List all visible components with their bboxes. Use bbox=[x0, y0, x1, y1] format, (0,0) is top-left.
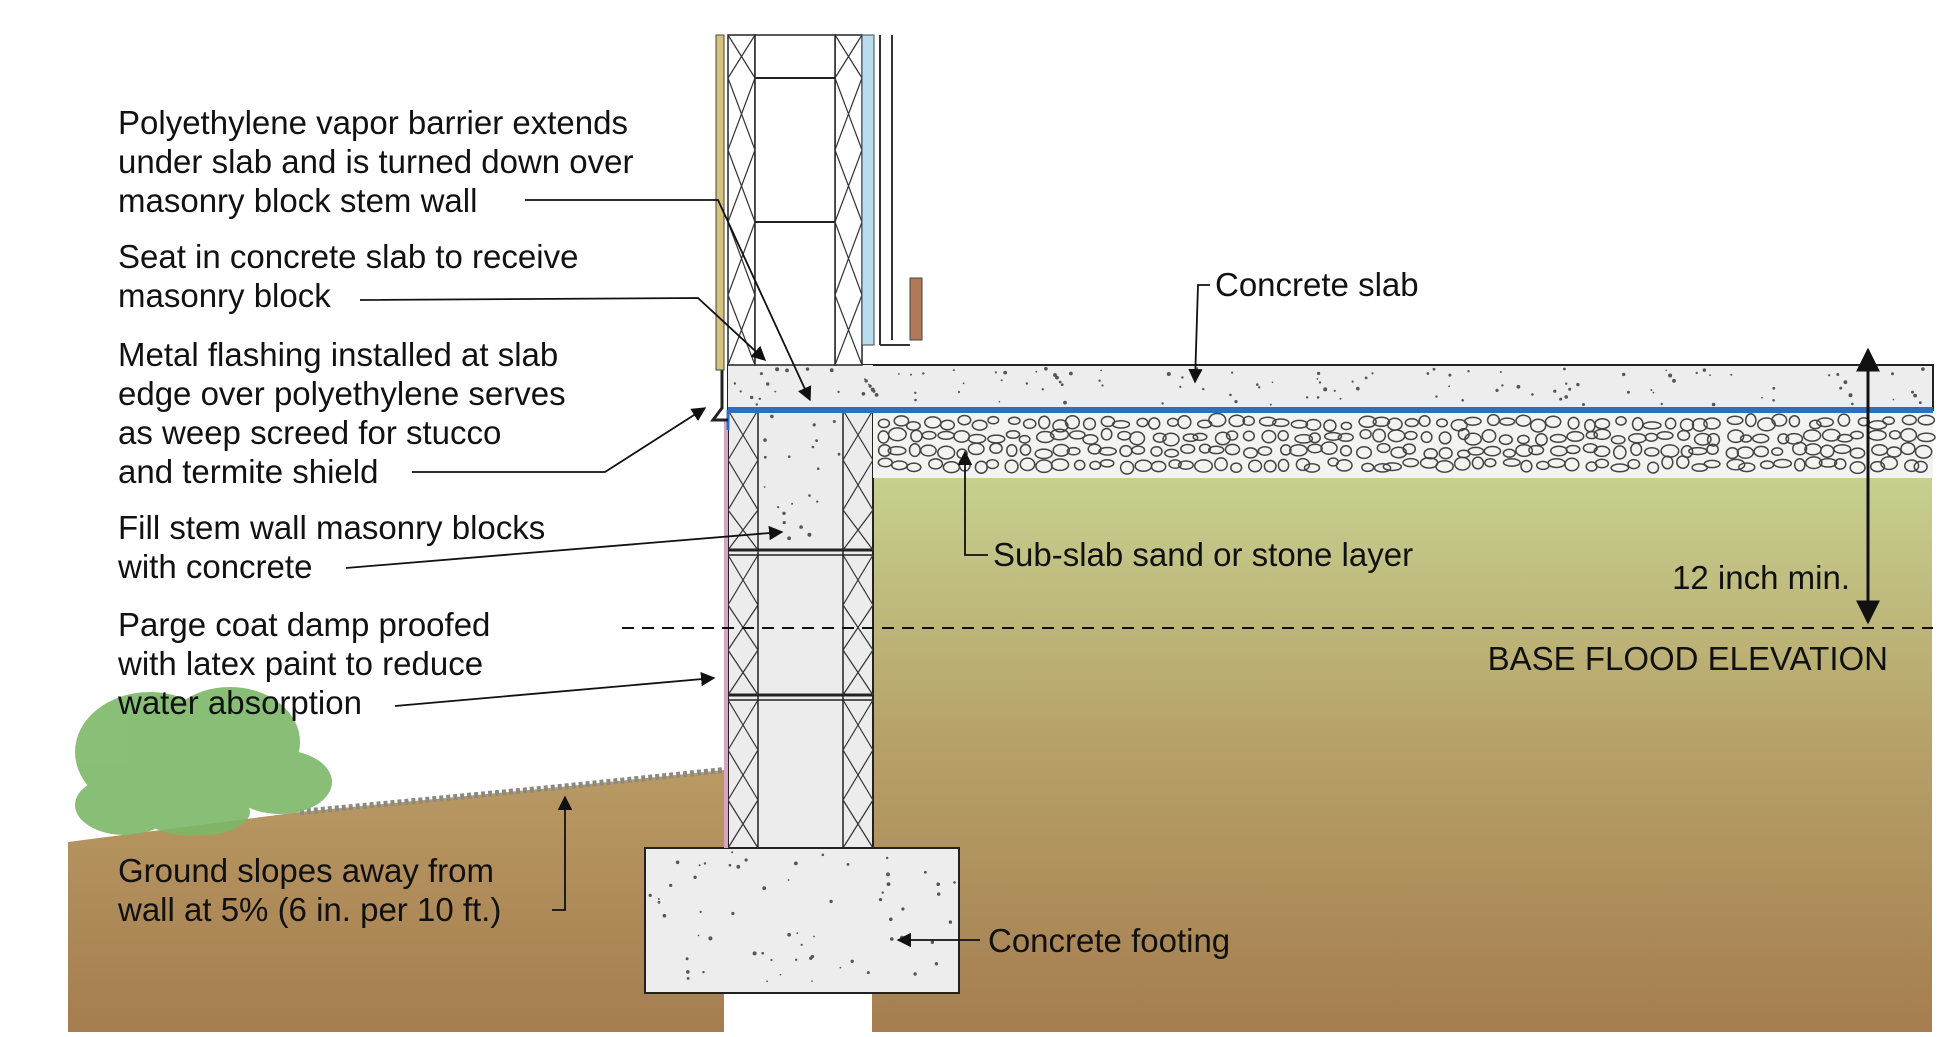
label-flashing: Metal flashing installed at slab edge ov… bbox=[118, 336, 575, 490]
leader-fill bbox=[345, 525, 784, 569]
gravel-edge bbox=[299, 767, 725, 815]
label-concrete-slab: Concrete slab bbox=[1215, 266, 1419, 303]
concrete-footing bbox=[644, 847, 960, 994]
exterior-ground bbox=[68, 770, 724, 1037]
leader-parge bbox=[394, 671, 716, 707]
label-12-inch-min: 12 inch min. bbox=[1672, 559, 1850, 596]
frame-wall bbox=[715, 34, 923, 371]
shrub bbox=[75, 687, 332, 836]
metal-flashing bbox=[710, 370, 728, 422]
label-parge: Parge coat damp proofed with latex paint… bbox=[117, 606, 500, 721]
concrete-speckle bbox=[648, 366, 1925, 983]
label-bfe: BASE FLOOD ELEVATION bbox=[1488, 640, 1888, 677]
leader-ground bbox=[552, 795, 573, 911]
label-ground: Ground slopes away from wall at 5% (6 in… bbox=[117, 852, 503, 928]
interior-soil bbox=[872, 478, 1932, 1037]
leader-subslab bbox=[957, 450, 988, 556]
label-vapor-barrier: Polyethylene vapor barrier extends under… bbox=[118, 104, 643, 219]
leader-seat bbox=[359, 297, 767, 361]
label-fill: Fill stem wall masonry blocks with concr… bbox=[117, 509, 554, 585]
leader-vapor-barrier bbox=[525, 199, 812, 402]
label-subslab: Sub-slab sand or stone layer bbox=[993, 536, 1413, 573]
leader-slab bbox=[1188, 284, 1210, 384]
label-concrete-footing: Concrete footing bbox=[988, 922, 1230, 959]
label-seat: Seat in concrete slab to receive masonry… bbox=[118, 238, 588, 314]
leader-flashing bbox=[412, 407, 707, 473]
slab-thickened-edge bbox=[728, 365, 873, 410]
gravel-stones bbox=[877, 412, 1936, 475]
concrete-slab bbox=[727, 364, 1934, 411]
